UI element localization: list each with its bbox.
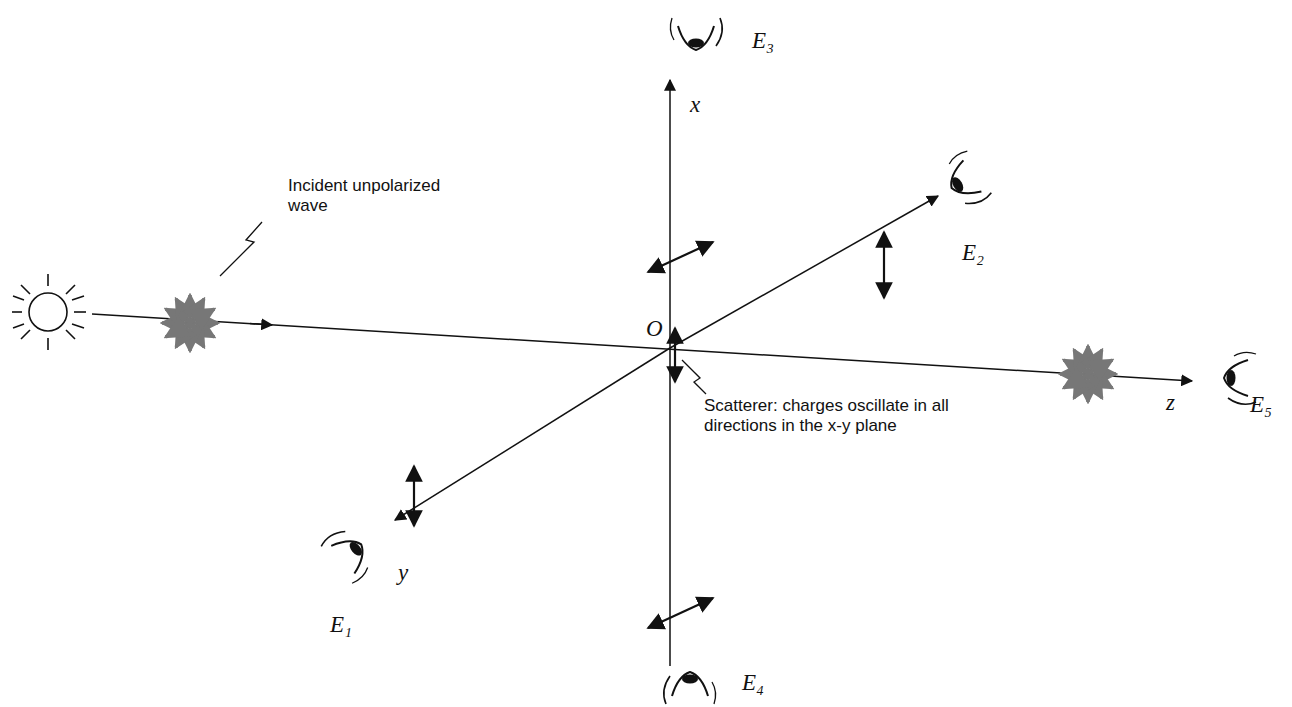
leader-line bbox=[220, 222, 262, 276]
observer-label: E₅ bbox=[1250, 392, 1272, 418]
x-axis bbox=[669, 80, 671, 666]
eye-symbol bbox=[939, 150, 993, 211]
observer-label: E₃ bbox=[752, 28, 774, 54]
observer-label: E₄ bbox=[742, 670, 764, 696]
axis-label: y bbox=[398, 560, 408, 586]
observer-label: E₂ bbox=[962, 240, 984, 266]
axis-label: x bbox=[690, 92, 700, 118]
direction-arrow bbox=[250, 324, 272, 325]
y-axis bbox=[670, 196, 938, 348]
unpolarized-star bbox=[1060, 346, 1116, 402]
incident-wave-label: Incident unpolarized wave bbox=[288, 176, 468, 215]
leader-line bbox=[682, 360, 706, 394]
z-axis bbox=[92, 314, 1192, 381]
eye-symbol bbox=[664, 672, 716, 704]
y-axis bbox=[395, 348, 670, 520]
origin-label: O bbox=[646, 316, 663, 342]
eye-symbol bbox=[320, 524, 378, 584]
scatterer-label: Scatterer: charges oscillate in all dire… bbox=[704, 396, 974, 435]
eye-symbol bbox=[670, 18, 722, 50]
axis-label: z bbox=[1166, 390, 1175, 416]
observer-label: E₁ bbox=[330, 612, 352, 638]
sun-symbol bbox=[12, 274, 86, 350]
unpolarized-star bbox=[162, 295, 218, 351]
